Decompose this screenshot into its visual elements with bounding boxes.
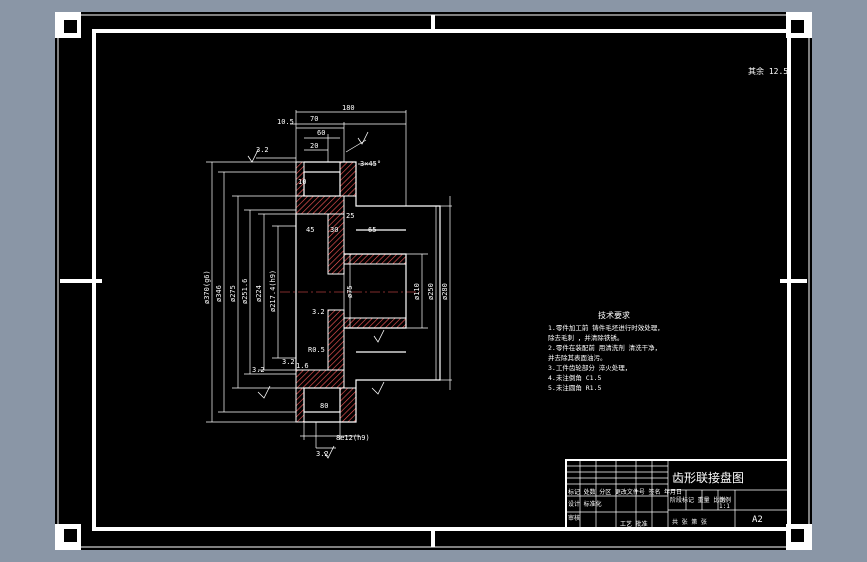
dim-text: ø110	[413, 283, 421, 300]
title-block: 齿形联接盘图 标记 处数 分区 更改文件号 签名 年月日 设计 标准化 审核 工…	[565, 459, 789, 529]
dim-text: 80	[320, 402, 328, 410]
centering-marks	[60, 15, 807, 547]
dim-text: 30	[330, 226, 338, 234]
roughness-value: 3.2	[252, 366, 265, 374]
roughness-value: 3.2	[282, 358, 295, 366]
dim-text: ø251.6	[241, 279, 249, 304]
flange-section-view: 10.5 70 60 20 180 ø370(g6) ø346 ø275 ø25…	[203, 104, 452, 459]
tech-line: 1.零件加工前 铸件毛坯进行时效处理，	[548, 323, 664, 332]
dim-text: ø250	[427, 283, 435, 300]
dim-text: ø280	[441, 283, 449, 300]
roughness-note: 其余 12.5	[748, 66, 788, 76]
tech-line: 5.未注圆角 R1.5	[548, 383, 601, 392]
dim-text: ø370(g6)	[203, 270, 211, 304]
dim-text: 10.5	[277, 118, 294, 126]
dim-text: R0.5	[308, 346, 325, 354]
dim-text: ø224	[255, 285, 263, 302]
section-hatching	[295, 161, 407, 423]
keyway-dim: 8e12(h9)	[336, 434, 370, 442]
tech-line: 除去毛刺 ，并清除铁锈。	[548, 333, 623, 342]
sheet-size: A2	[752, 515, 763, 525]
drawing-title: 齿形联接盘图	[672, 470, 744, 485]
sheet-count: 共 张 第 张	[672, 518, 707, 526]
scale-value: 1:1	[719, 503, 730, 510]
tech-line: 3.工件齿轮部分 淬火处理，	[548, 363, 631, 372]
scale-label: 比例	[719, 496, 731, 504]
stage-labels: 阶段标记 重量 比例	[670, 496, 725, 504]
dim-text: 60	[317, 129, 325, 137]
dim-text: 25	[346, 212, 354, 220]
roughness-value: 3.2	[316, 450, 329, 458]
part-outline	[295, 161, 441, 423]
dim-text: 65	[368, 226, 376, 234]
tech-heading: 技术要求	[598, 310, 630, 320]
roughness-value: 3.2	[256, 146, 269, 154]
dim-text: ø217.4(h9)	[269, 270, 277, 312]
dim-text: 180	[342, 104, 355, 112]
dim-text: 10	[298, 178, 306, 186]
title-row-label: 标记 处数 分区 更改文件号 签名 年月日	[568, 488, 682, 496]
title-row-label: 工艺 批准	[620, 520, 648, 528]
dim-text: 1.6	[296, 362, 309, 370]
tech-requirements: 技术要求 1.零件加工前 铸件毛坯进行时效处理， 除去毛刺 ，并清除铁锈。 2.…	[548, 310, 664, 392]
tech-line: 4.未注倒角 C1.5	[548, 373, 601, 382]
tech-line: 并去除其表面油污。	[548, 353, 607, 362]
dim-text: 70	[310, 115, 318, 123]
dim-text: ø346	[215, 285, 223, 302]
tech-line: 2.零件在装配前 用清洗剂 清洗干净，	[548, 343, 661, 352]
dim-text: 20	[310, 142, 318, 150]
dim-text: ø75	[346, 285, 354, 298]
roughness-value: 3.2	[312, 308, 325, 316]
paper	[55, 12, 812, 550]
dim-text: ø275	[229, 285, 237, 302]
title-row-label: 审核	[568, 514, 580, 522]
title-row-label: 设计 标准化	[568, 500, 602, 508]
chamfer-note: 3×45°	[360, 160, 381, 168]
dim-text: 45	[306, 226, 314, 234]
